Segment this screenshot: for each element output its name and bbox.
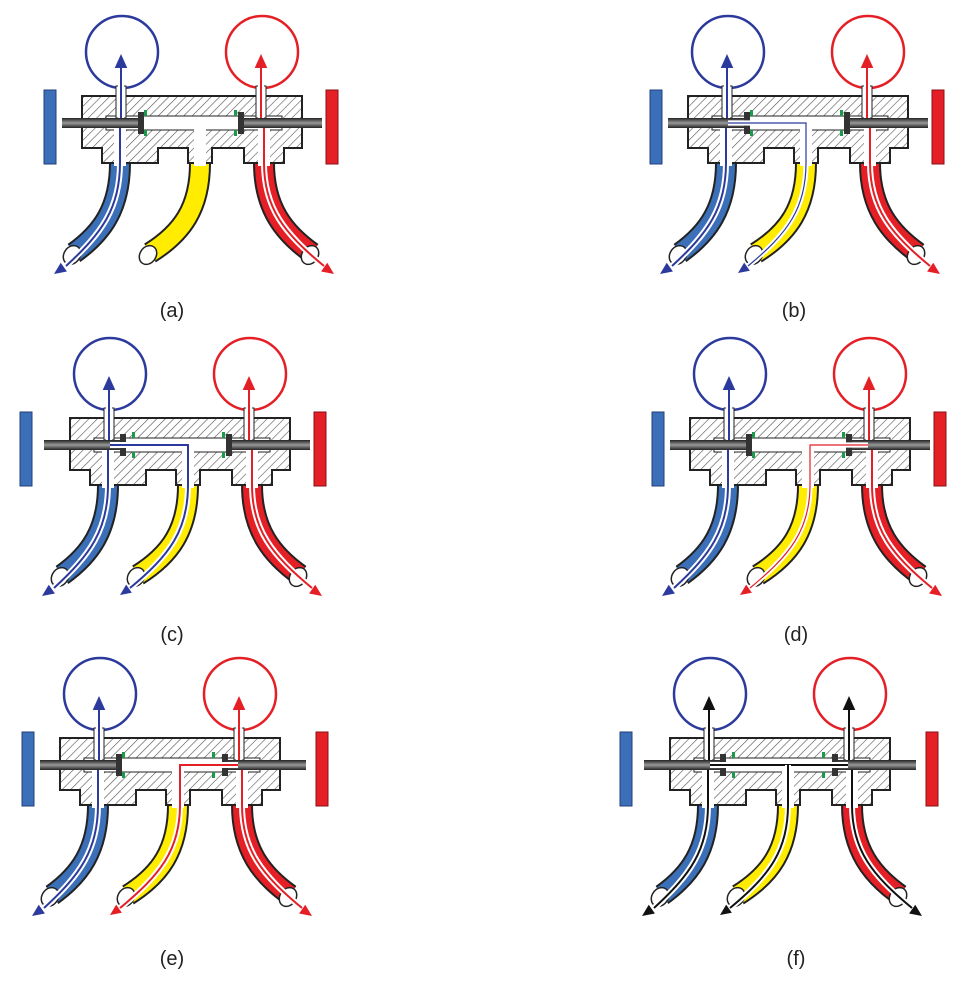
- high-valve-stem: [230, 440, 310, 450]
- low-side-valve-handle: [43, 89, 57, 165]
- low-valve-stem: [62, 118, 142, 128]
- panel-caption: (f): [786, 948, 806, 970]
- panel-caption: (a): [159, 300, 185, 322]
- manifold-svg: [649, 14, 945, 274]
- high-side-valve-handle: [313, 411, 327, 487]
- panel-caption: (b): [781, 300, 807, 322]
- high-side-valve-handle: [931, 89, 945, 165]
- high-valve-stem: [226, 760, 306, 770]
- panel-e: [0, 650, 340, 930]
- manifold-svg: [43, 14, 339, 274]
- panel-f: [610, 650, 950, 930]
- low-valve-stem: [670, 440, 750, 450]
- high-valve-stem: [242, 118, 322, 128]
- manifold-svg: [651, 336, 947, 596]
- manifold-svg: [619, 656, 939, 916]
- low-valve-stem: [44, 440, 124, 450]
- low-side-valve-handle: [21, 731, 35, 807]
- low-side-valve-handle: [649, 89, 663, 165]
- panel-caption: (c): [160, 624, 184, 646]
- charge-hose: [145, 162, 209, 261]
- high-side-valve-handle: [315, 731, 329, 807]
- high-valve-stem: [836, 760, 916, 770]
- panel-c: [10, 330, 350, 610]
- low-side-valve-handle: [619, 731, 633, 807]
- high-side-valve-handle: [325, 89, 339, 165]
- panel-d: [630, 330, 966, 610]
- low-valve-stem: [40, 760, 120, 770]
- panel-caption: (d): [783, 624, 809, 646]
- low-valve-stem: [644, 760, 724, 770]
- low-side-valve-handle: [19, 411, 33, 487]
- panel-b: [628, 8, 966, 288]
- high-valve-stem: [848, 118, 928, 128]
- low-side-valve-handle: [651, 411, 665, 487]
- panel-caption: (e): [159, 948, 185, 970]
- high-side-valve-handle: [933, 411, 947, 487]
- high-side-valve-handle: [925, 731, 939, 807]
- manifold-svg: [21, 656, 329, 916]
- panel-a: [22, 8, 362, 288]
- low-valve-stem: [668, 118, 748, 128]
- manifold-svg: [19, 336, 327, 596]
- high-valve-stem: [850, 440, 930, 450]
